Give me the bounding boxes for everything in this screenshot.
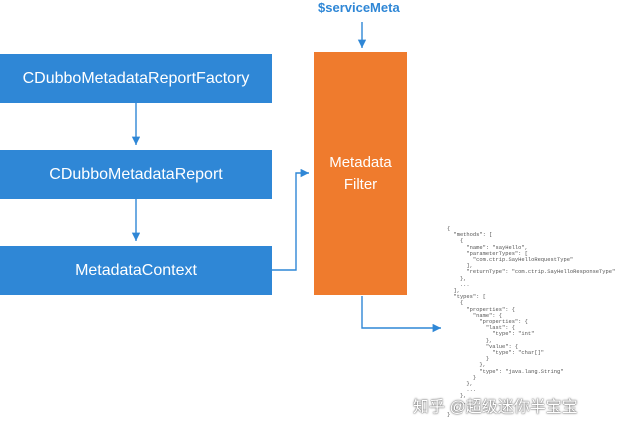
servicemeta-label: $serviceMeta (318, 0, 400, 15)
code-line: "value": { (447, 343, 519, 350)
code-line: } (447, 374, 477, 381)
filter-label-line1: Metadata (329, 153, 392, 171)
code-line: }, (447, 393, 467, 400)
code-line: } (447, 356, 490, 363)
code-line: "properties": { (447, 306, 515, 313)
code-line: ... (447, 387, 477, 394)
code-line: }, (447, 362, 486, 369)
code-line: { (447, 300, 464, 307)
code-line: "types": [ (447, 294, 486, 301)
arrow-context-to-filter (272, 168, 309, 271)
code-line: }, (447, 275, 467, 282)
metadata-json-snippet: { "methods": [ { "name": "sayHello", "pa… (447, 226, 617, 432)
code-line: }, (447, 337, 493, 344)
code-line: ... (447, 281, 470, 288)
code-line: "type": "java.lang.String" (447, 368, 564, 375)
code-line: }, (447, 381, 473, 388)
code-line: ], (447, 263, 473, 270)
code-line: "type": "char[]" (447, 350, 545, 357)
factory-box: CDubboMetadataReportFactory (0, 54, 272, 103)
code-line: "name": "sayHello", (447, 244, 528, 251)
metadata-filter-box: Metadata Filter (314, 52, 407, 295)
code-line: { (447, 226, 451, 232)
report-box: CDubboMetadataReport (0, 150, 272, 199)
code-line: "com.ctrip.SayHelloRequestType" (447, 257, 574, 264)
code-line: "properties": { (447, 319, 528, 326)
code-line: "type": "int" (447, 331, 535, 338)
watermark: 知乎 @超级迷你半宝宝 (413, 399, 578, 416)
code-line: { (447, 238, 464, 245)
code-line: "last": { (447, 325, 515, 332)
code-line: "name": { (447, 312, 502, 319)
code-line: ... (447, 399, 470, 406)
context-box-label: MetadataContext (75, 261, 197, 279)
arrow-filter-to-output (361, 296, 441, 333)
factory-box-label: CDubboMetadataReportFactory (22, 69, 250, 87)
code-line: "parameterTypes": [ (447, 250, 528, 257)
code-line: "returnType": "com.ctrip.SayHelloRespons… (447, 269, 616, 276)
code-line: ] (447, 405, 457, 412)
report-box-label: CDubboMetadataReport (49, 165, 223, 183)
code-line: } (447, 412, 451, 419)
code-line: "methods": [ (447, 232, 493, 239)
context-box: MetadataContext (0, 246, 272, 295)
filter-label-line2: Filter (343, 175, 378, 193)
code-line: ], (447, 288, 460, 295)
